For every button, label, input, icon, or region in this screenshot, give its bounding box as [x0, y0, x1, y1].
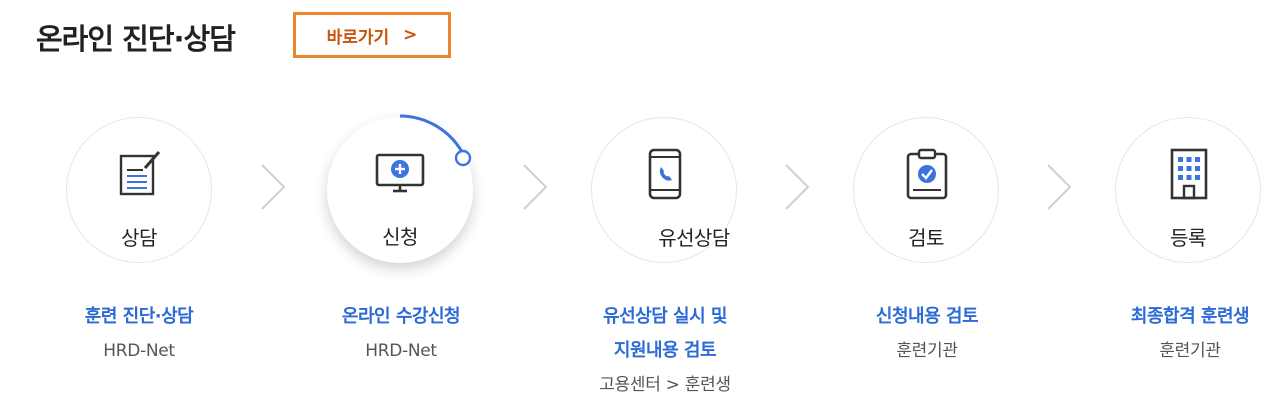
chevron-right-icon — [523, 164, 548, 210]
step-review: 검토 — [853, 117, 999, 263]
chevron-right-icon — [785, 164, 810, 210]
step-label: 등록 — [1170, 226, 1206, 250]
step-title: 온라인 수강신청 — [341, 306, 461, 327]
phone-icon — [648, 148, 682, 200]
step-desc-consult: 훈련 진단·상담 HRD-Net — [19, 300, 259, 368]
step-register: 등록 — [1115, 117, 1261, 263]
step-title: 지원내용 검토 — [613, 340, 717, 361]
building-icon — [1170, 148, 1208, 200]
chevron-right-icon — [261, 164, 286, 210]
step-desc-apply: 온라인 수강신청 HRD-Net — [281, 300, 521, 368]
step-desc-phone-consult: 유선상담 실시 및 지원내용 검토 고용센터 > 훈련생 — [545, 300, 785, 402]
chevron-right-icon — [1047, 164, 1072, 210]
step-title: 유선상담 실시 및 — [603, 306, 727, 327]
clipboard-check-icon — [906, 148, 948, 200]
step-title: 신청내용 검토 — [875, 306, 979, 327]
step-sub: 고용센터 > 훈련생 — [599, 375, 731, 395]
monitor-plus-icon — [375, 153, 425, 193]
step-label: 신청 — [382, 225, 418, 249]
step-label: 유선상담 — [658, 226, 730, 250]
step-desc-review: 신청내용 검토 훈련기관 — [807, 300, 1047, 368]
step-desc-register: 최종합격 훈련생 훈련기관 — [1070, 300, 1274, 368]
step-sub: 훈련기관 — [1159, 341, 1221, 361]
chevron-right-icon: > — [403, 25, 418, 45]
step-sub: HRD-Net — [103, 341, 175, 361]
form-edit-icon — [119, 151, 161, 196]
step-title: 훈련 진단·상담 — [84, 306, 194, 327]
step-label: 검토 — [908, 226, 944, 250]
step-apply: 신청 — [327, 117, 473, 263]
goto-button[interactable]: 바로가기 > — [293, 12, 451, 58]
step-phone-consult: 유선상담 — [591, 117, 737, 263]
step-sub: HRD-Net — [365, 341, 437, 361]
step-title: 최종합격 훈련생 — [1130, 306, 1250, 327]
page-title: 온라인 진단·상담 — [36, 22, 236, 56]
goto-button-label: 바로가기 — [326, 27, 390, 48]
step-sub: 훈련기관 — [896, 341, 958, 361]
step-consult: 상담 — [66, 117, 212, 263]
step-label: 상담 — [121, 226, 157, 250]
